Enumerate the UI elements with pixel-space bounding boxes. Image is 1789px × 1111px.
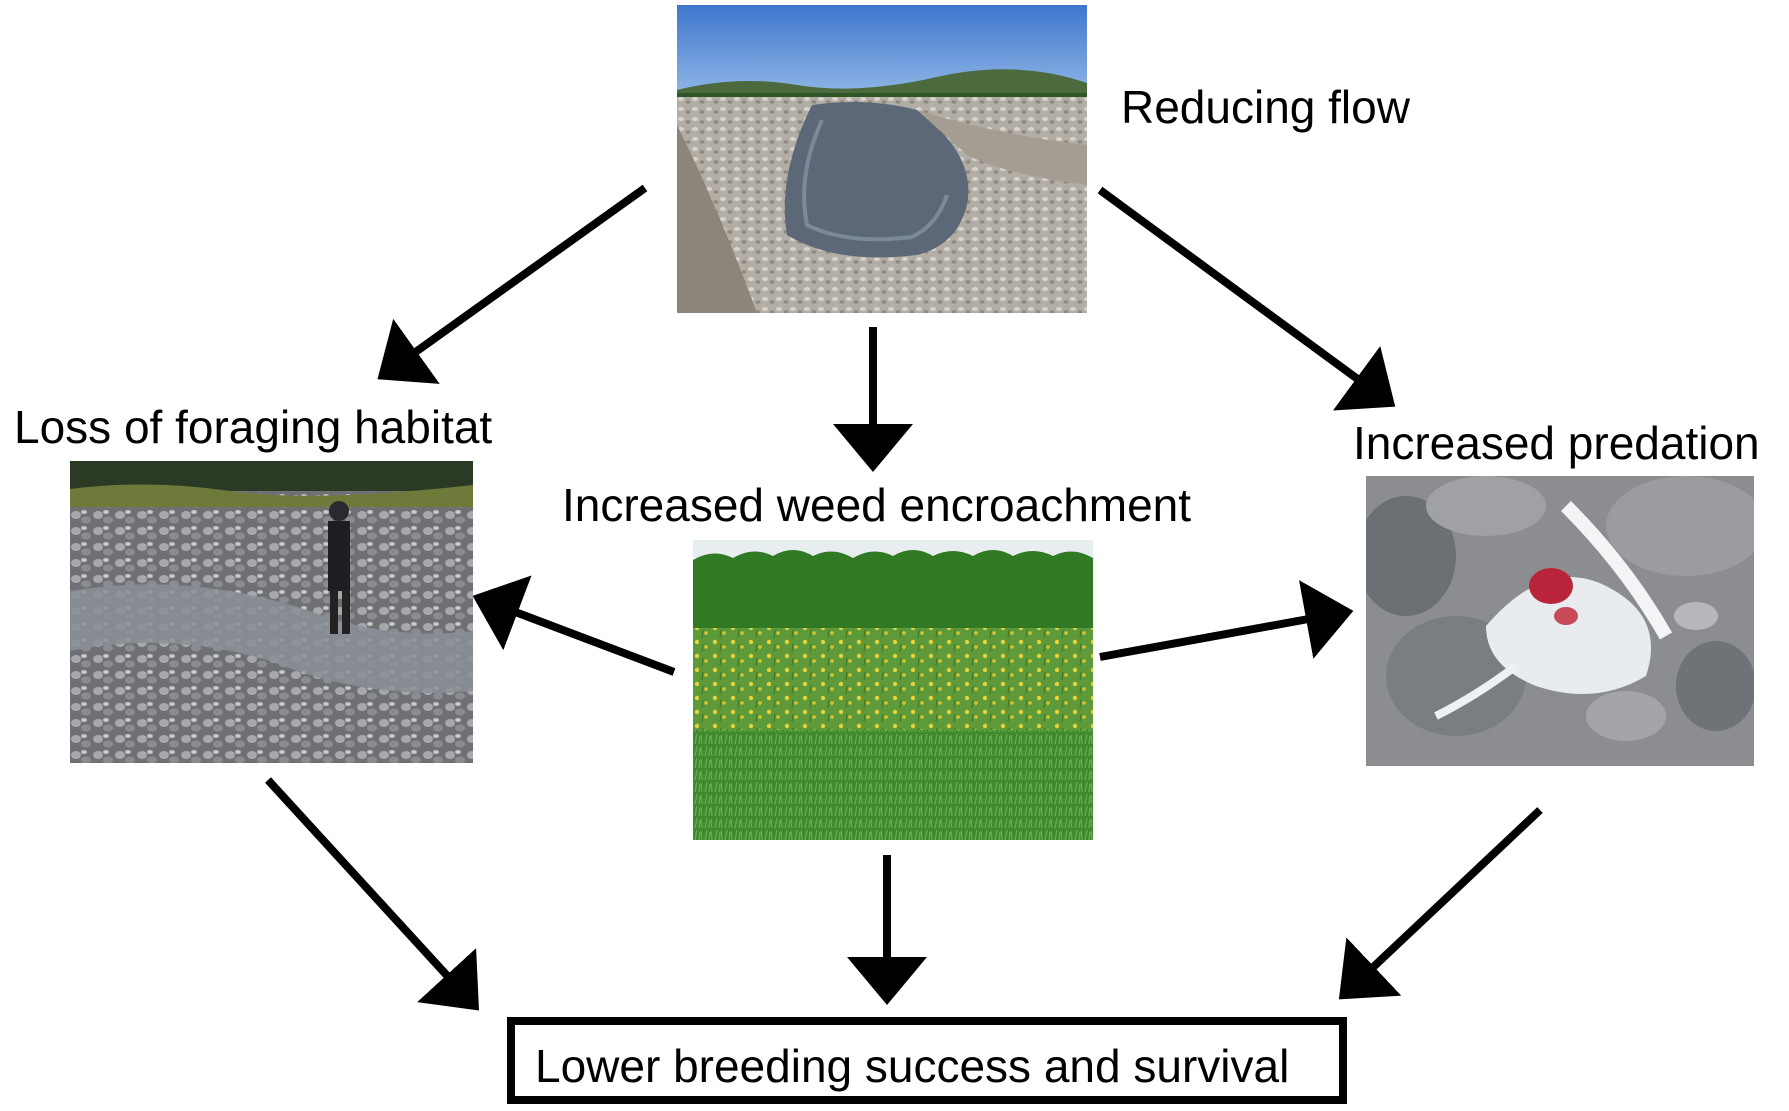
predation-label: Increased predation bbox=[1353, 417, 1760, 469]
outcome-label: Lower breeding success and survival bbox=[535, 1040, 1290, 1092]
outcome-box: Lower breeding success and survival bbox=[507, 1017, 1347, 1104]
arrow-flow-to-foraging bbox=[377, 184, 648, 384]
reducing-flow-label: Reducing flow bbox=[1121, 81, 1410, 133]
arrow-weed-to-predation bbox=[1099, 580, 1354, 661]
loss-foraging-photo bbox=[70, 461, 473, 763]
predation-photo bbox=[1366, 476, 1754, 766]
arrow-predation-to-outcome bbox=[1338, 807, 1543, 1000]
arrow-weed-to-foraging bbox=[472, 575, 676, 676]
reducing-flow-photo bbox=[677, 5, 1087, 313]
weed-encroachment-label: Increased weed encroachment bbox=[562, 479, 1192, 531]
weed-encroachment-photo bbox=[693, 540, 1093, 840]
arrow-flow-to-predation bbox=[1097, 186, 1396, 411]
arrow-foraging-to-outcome bbox=[265, 777, 480, 1011]
loss-foraging-label: Loss of foraging habitat bbox=[14, 401, 493, 453]
